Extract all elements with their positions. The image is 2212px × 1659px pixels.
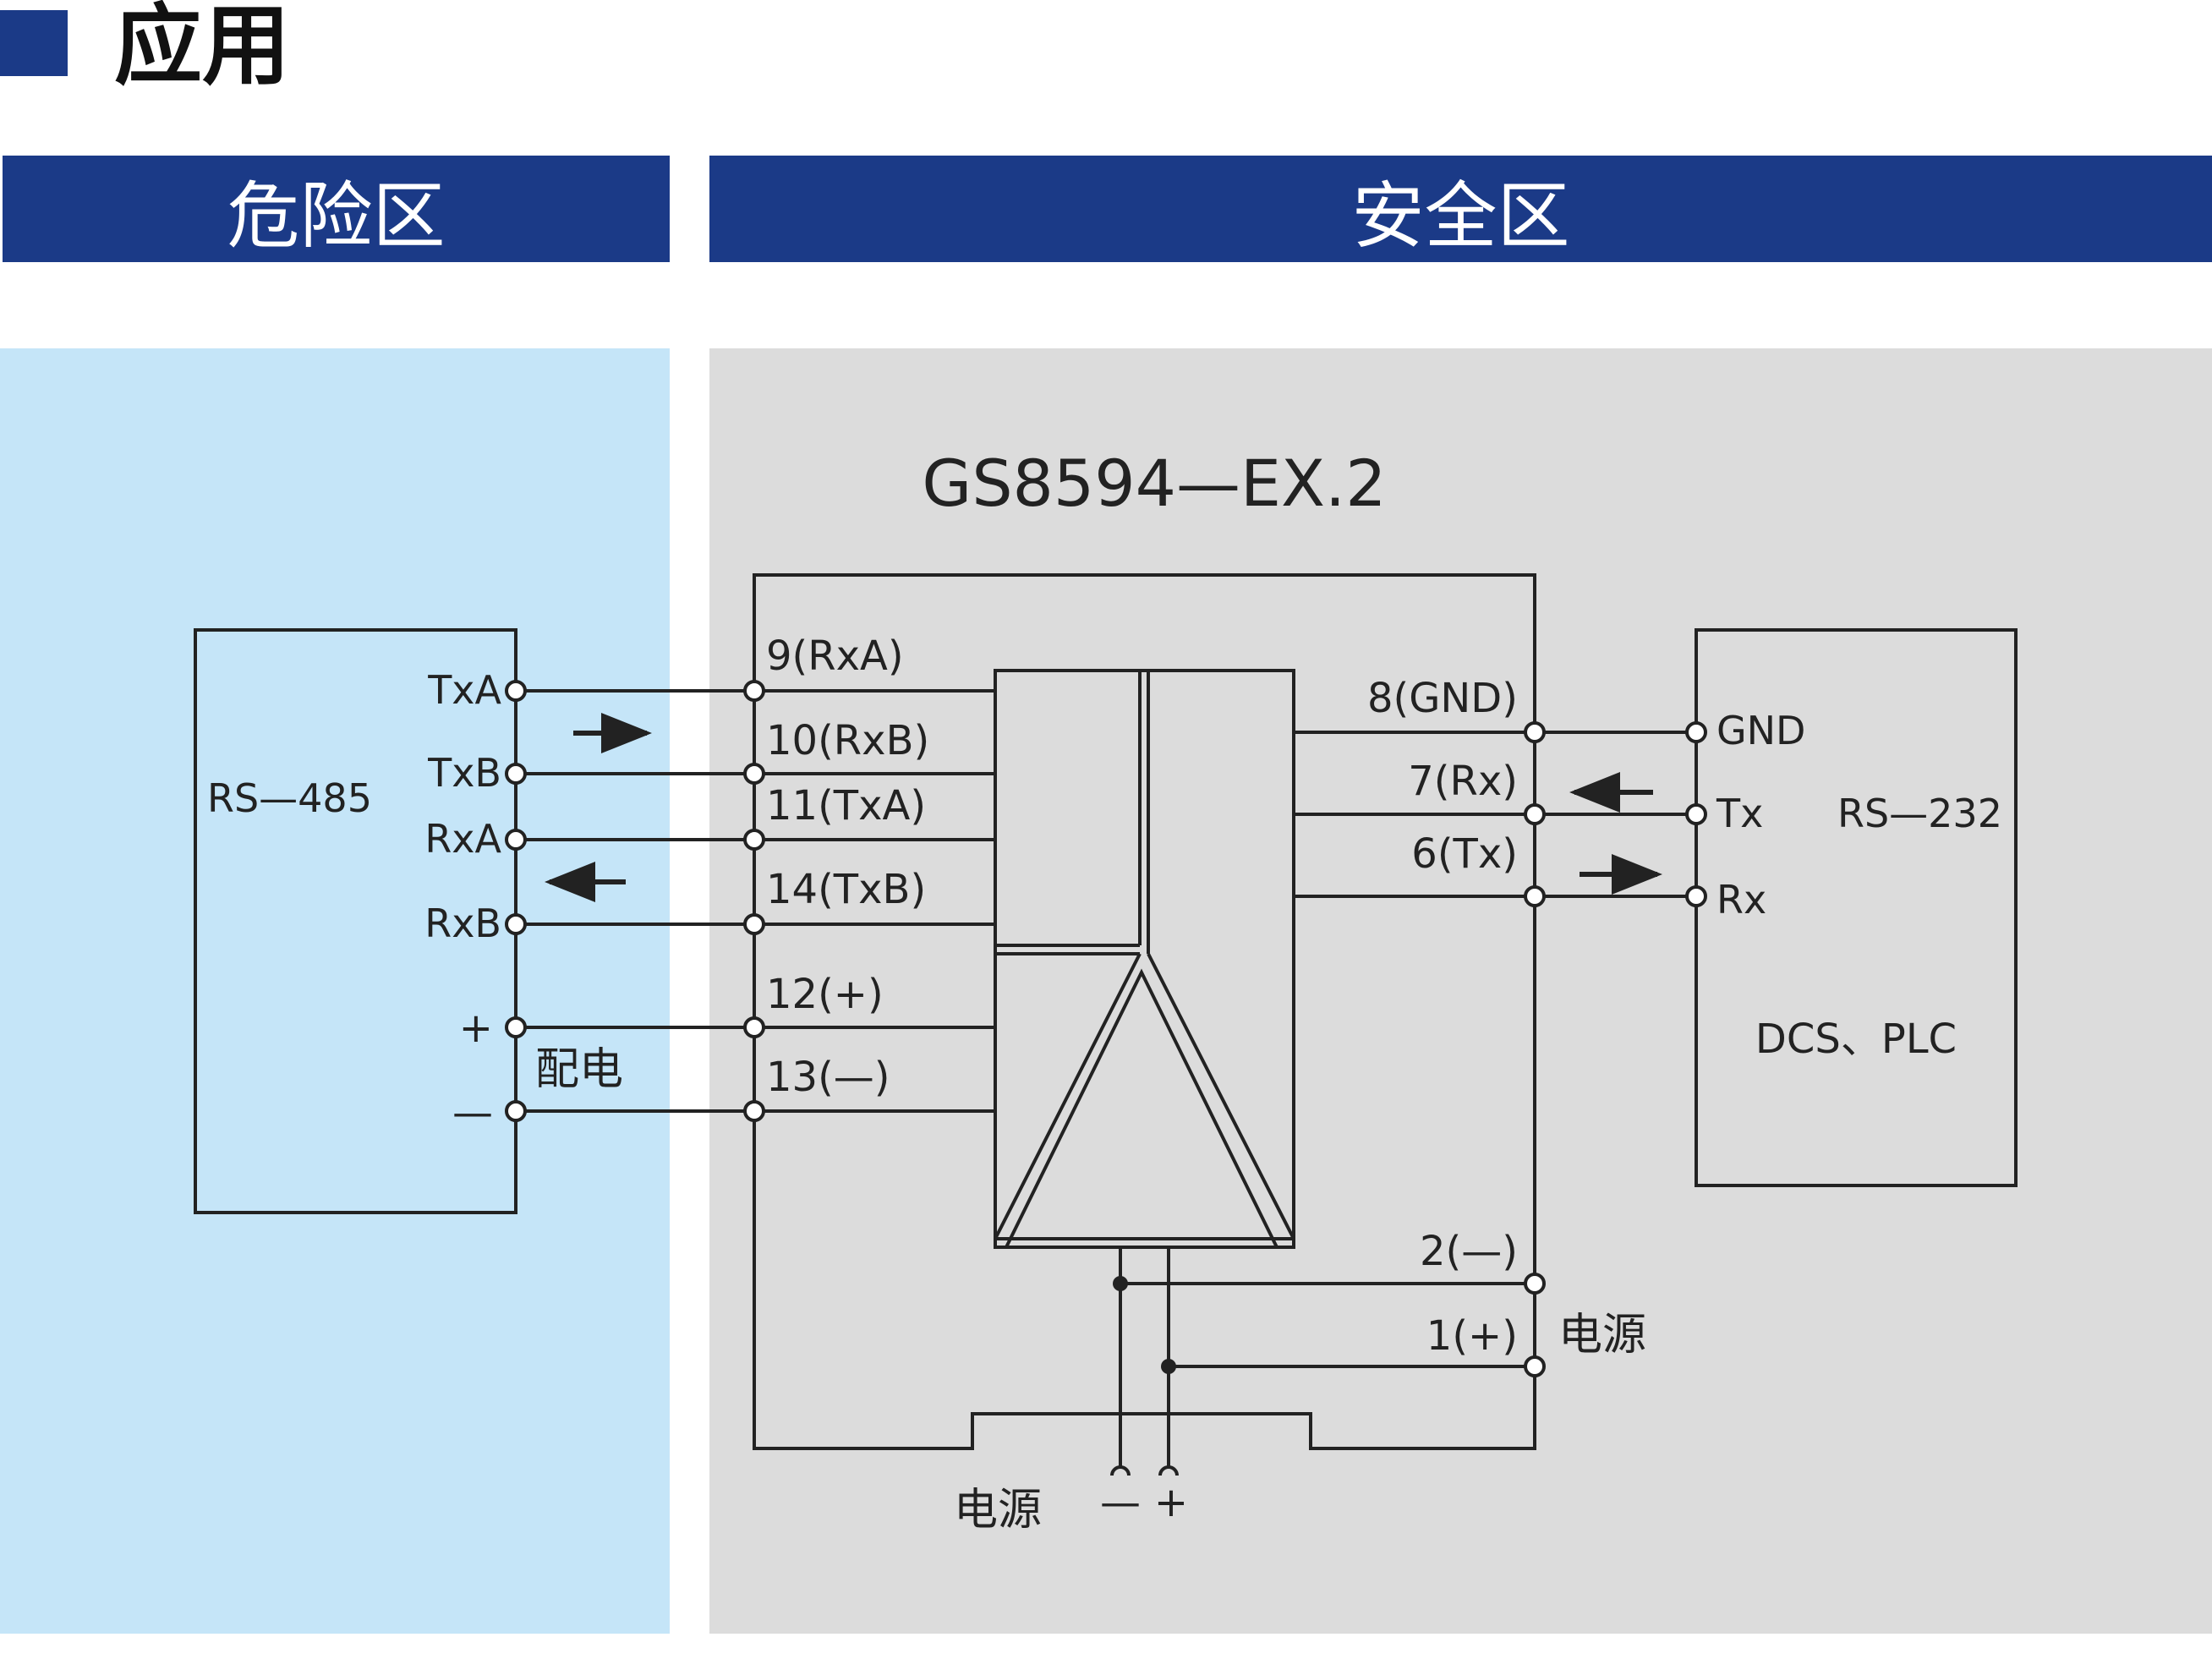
direction-arrows	[545, 713, 1662, 902]
page-title: 应用	[114, 0, 291, 97]
bottom-power-minus: —	[1100, 1479, 1141, 1526]
rs232-pin-gnd: GND	[1716, 708, 1805, 753]
device-model-label: GS8594—EX.2	[922, 446, 1386, 521]
title-marker	[0, 10, 68, 76]
bottom-power-plus: +	[1154, 1479, 1188, 1526]
power-junction-plus	[1161, 1359, 1176, 1374]
right-wires	[1294, 731, 1696, 898]
terminal-label-7: 7(Rx)	[1408, 758, 1518, 805]
rs485-pin-rxb: RxB	[424, 901, 501, 946]
rs485-plus: +	[459, 1005, 493, 1052]
hazard-zone-header: 危险区	[3, 156, 670, 262]
rs485-pin-txa: TxA	[427, 667, 501, 713]
terminal-label-2: 2(—)	[1420, 1228, 1518, 1275]
safe-zone-header: 安全区	[709, 156, 2212, 262]
rs232-pin-tx: Tx	[1716, 791, 1763, 836]
rs485-minus: —	[452, 1089, 493, 1136]
device-power-label: 电源	[1558, 1310, 1646, 1361]
terminal-label-11: 11(TxA)	[766, 782, 926, 830]
terminal-label-10: 10(RxB)	[766, 717, 929, 764]
terminal-label-13: 13(—)	[766, 1054, 890, 1101]
terminals	[505, 680, 1707, 1377]
rs232-device-box	[1695, 628, 2018, 1187]
terminal-label-12: 12(+)	[766, 971, 884, 1018]
safe-zone-area	[709, 348, 2212, 1634]
power-wires	[1110, 1247, 1535, 1476]
rs485-label: RS—485	[207, 775, 372, 821]
rs485-pin-txb: TxB	[427, 750, 501, 796]
dcs-plc-label: DCS、PLC	[1755, 1016, 1957, 1063]
supply-label: 配电	[535, 1044, 623, 1095]
terminal-label-8: 8(GND)	[1367, 675, 1518, 722]
rs232-pin-rx: Rx	[1716, 877, 1766, 923]
terminal-label-1: 1(+)	[1426, 1312, 1518, 1360]
terminal-label-6: 6(Tx)	[1411, 830, 1518, 878]
hazard-zone-area	[0, 348, 670, 1634]
terminal-label-14: 14(TxB)	[766, 866, 926, 913]
bottom-power-label: 电源	[954, 1485, 1042, 1536]
power-junction-minus	[1113, 1276, 1128, 1291]
device-enclosure	[753, 573, 1536, 1450]
rs485-pin-rxa: RxA	[424, 816, 501, 862]
isolation-block	[994, 669, 1295, 1249]
terminal-label-9: 9(RxA)	[766, 632, 904, 680]
rs232-label: RS—232	[1837, 791, 2002, 836]
